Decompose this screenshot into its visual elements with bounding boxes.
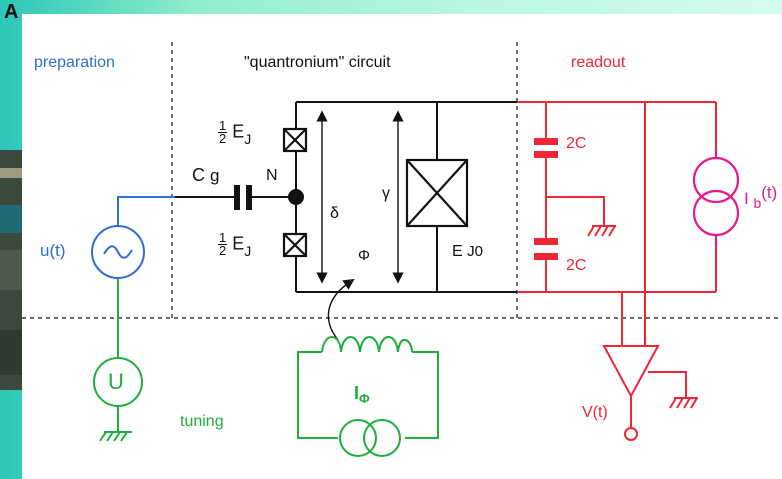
section-tuning-label: tuning xyxy=(180,413,224,430)
ib-time: (t) xyxy=(761,183,778,202)
readout-wiring xyxy=(517,101,717,441)
fraction-numerator: 1 xyxy=(218,118,228,133)
source-big-u-label: U xyxy=(108,369,124,394)
phi-label: Φ xyxy=(358,247,370,264)
gamma-label: γ xyxy=(382,185,390,202)
ib-symbol: I xyxy=(744,189,749,208)
node-n-label: N xyxy=(266,167,278,184)
iphi-label: IΦ xyxy=(354,383,370,405)
source-u-label: u(t) xyxy=(40,241,66,260)
ej0-label: E J0 xyxy=(452,244,483,260)
iphi-symbol: I xyxy=(354,383,360,403)
cg-symbol: C xyxy=(192,165,205,185)
fraction-numerator: 1 xyxy=(218,230,228,245)
preparation-wiring xyxy=(91,196,175,279)
delta-label: δ xyxy=(330,205,339,222)
fraction-denominator: 2 xyxy=(219,131,227,146)
island-node xyxy=(288,189,304,205)
junction-bottom xyxy=(282,232,308,258)
half-fraction-bottom: 1 2 xyxy=(218,230,228,258)
half-fraction-top: 1 2 xyxy=(218,118,228,146)
cap-bottom-label: 2C xyxy=(566,257,587,274)
ej-top-subscript: J xyxy=(244,131,252,148)
ib-label: I b(t) xyxy=(744,184,777,210)
gate-capacitor-cg xyxy=(234,185,252,210)
vt-label: V(t) xyxy=(582,404,608,421)
readout-capacitors xyxy=(534,138,558,260)
ej-bottom-subscript: J xyxy=(244,243,252,260)
bias-current-source xyxy=(692,148,740,246)
cg-subscript: g xyxy=(210,166,220,185)
cap-top-label: 2C xyxy=(566,135,587,152)
tuning-wiring xyxy=(93,278,439,457)
fraction-denominator: 2 xyxy=(219,243,227,258)
ej0-symbol: E xyxy=(452,243,463,260)
ej0-subscript: J0 xyxy=(467,243,483,260)
iphi-subscript: Φ xyxy=(359,391,370,406)
section-circuit-label: "quantronium" circuit xyxy=(244,54,391,71)
section-dividers xyxy=(22,42,782,320)
ej-top-label: 1 2 EJ xyxy=(218,118,252,148)
flux-coupling-arrow xyxy=(327,278,355,341)
ej-bottom-label: 1 2 EJ xyxy=(218,230,252,260)
ib-subscript: b xyxy=(753,195,762,211)
cg-label: C g xyxy=(192,166,219,184)
section-preparation-label: preparation xyxy=(34,54,115,71)
ej-top-symbol: E xyxy=(232,121,245,142)
section-readout-label: readout xyxy=(571,54,626,71)
panel-letter: A xyxy=(4,1,19,23)
junction-ej0 xyxy=(405,158,469,228)
ej-bottom-symbol: E xyxy=(232,233,245,254)
junction-top xyxy=(282,127,308,153)
